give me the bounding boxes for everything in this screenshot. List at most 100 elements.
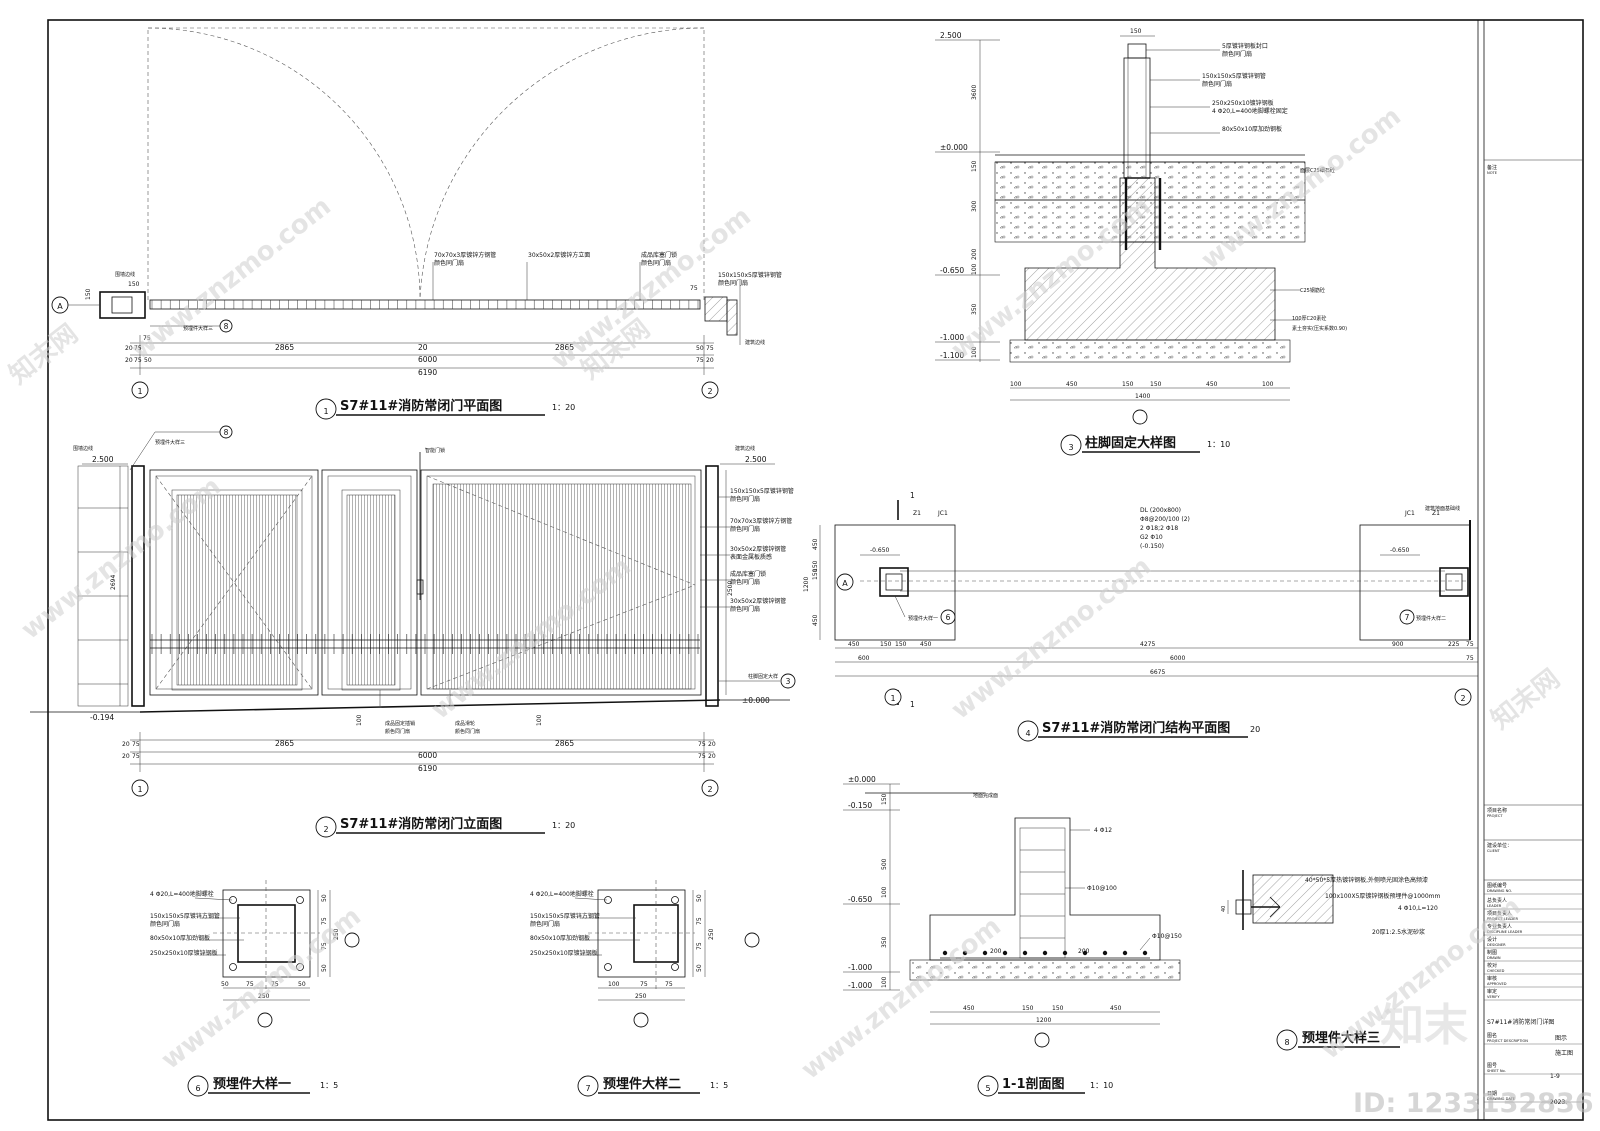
svg-text:颜色同门扇: 颜色同门扇 <box>385 728 410 735</box>
title-plan: S7#11#消防常闭门平面图 <box>340 398 502 414</box>
svg-text:40: 40 <box>1221 906 1227 912</box>
svg-text:2865: 2865 <box>555 739 574 748</box>
svg-text:1200: 1200 <box>1036 1017 1051 1024</box>
rebar-dot <box>962 950 968 956</box>
svg-text:4: 4 <box>1025 729 1030 738</box>
title-row-cn: 图号 <box>1487 1063 1497 1069</box>
svg-text:2: 2 <box>323 825 328 834</box>
svg-text:75: 75 <box>132 741 140 748</box>
watermark-logo: 知末 <box>1380 1000 1468 1051</box>
svg-text:75: 75 <box>640 981 648 988</box>
title-row-cn: 备注 <box>1487 164 1497 171</box>
title-row-cn: 审定 <box>1487 988 1497 995</box>
svg-text:2: 2 <box>707 785 712 794</box>
discipline: 图示 <box>1555 1035 1567 1042</box>
svg-text:3600: 3600 <box>971 85 978 100</box>
rebar-dot <box>1102 950 1108 956</box>
watermark-text: www.znzmo.com <box>126 192 337 366</box>
svg-text:1：20: 1：20 <box>552 821 575 830</box>
rebar-dot <box>1142 950 1148 956</box>
svg-text:450: 450 <box>1110 1005 1122 1012</box>
drawing-embedded-part-3: 40 40*50*5厚热镀锌钢板,外侧喷光固涂色高频漆 100x100X5厚镀锌… <box>1221 870 1440 1051</box>
svg-text:围墙边线: 围墙边线 <box>115 271 135 278</box>
svg-text:350: 350 <box>971 303 978 315</box>
section-elevations: ±0.000 -0.150 -0.650 -1.000 -1.000 <box>843 775 900 991</box>
svg-text:围墙边线: 围墙边线 <box>73 445 93 452</box>
svg-text:6: 6 <box>946 613 951 622</box>
svg-text:250: 250 <box>333 928 340 940</box>
svg-text:表面金属板质感: 表面金属板质感 <box>730 553 772 561</box>
svg-text:1: 1 <box>323 407 328 416</box>
svg-text:-1.000: -1.000 <box>940 333 964 342</box>
svg-text:450: 450 <box>812 538 819 550</box>
svg-text:建筑边线: 建筑边线 <box>745 339 765 346</box>
foot-elevations: 2.500 ±0.000 -0.650 -1.000 -1.100 <box>935 31 1000 361</box>
title-row-cn: 图纸编号 <box>1487 882 1507 889</box>
svg-text:80x50x10厚加劲钢板: 80x50x10厚加劲钢板 <box>1222 125 1282 133</box>
svg-text:450: 450 <box>1206 381 1218 388</box>
svg-text:2694: 2694 <box>110 575 117 590</box>
title-embedded-2: 预埋件大样二 <box>603 1076 681 1092</box>
svg-text:颜色同门扇: 颜色同门扇 <box>641 259 671 267</box>
svg-text:50: 50 <box>321 894 328 902</box>
title-embedded-1: 预埋件大样一 <box>213 1076 291 1092</box>
svg-text:450: 450 <box>920 641 932 648</box>
rebar-dot <box>1042 950 1048 956</box>
svg-text:1: 1 <box>890 694 895 703</box>
svg-text:8: 8 <box>224 322 229 331</box>
svg-text:80x50x10厚加劲钢板: 80x50x10厚加劲钢板 <box>530 934 590 942</box>
watermark-id: ID: 1233132836 <box>1353 1088 1594 1119</box>
svg-text:预埋件大样二: 预埋件大样二 <box>1416 615 1446 622</box>
title-row-cn: 项目名称 <box>1487 807 1507 814</box>
drawing-embedded-part-1: 4 Φ20,L=400地脚螺栓 150x150x5厚镀锌方钢管 颜色同门扇 80… <box>150 880 360 1097</box>
svg-text:75: 75 <box>246 981 254 988</box>
svg-text:150: 150 <box>895 641 907 648</box>
svg-text:500: 500 <box>881 858 888 870</box>
svg-text:50: 50 <box>298 981 306 988</box>
title-row-cn: 图名 <box>1487 1032 1497 1039</box>
svg-text:7: 7 <box>585 1084 590 1093</box>
svg-text:3: 3 <box>1068 443 1073 452</box>
svg-text:20厚1:2.5水泥砂浆: 20厚1:2.5水泥砂浆 <box>1372 928 1425 936</box>
svg-text:颜色同门扇: 颜色同门扇 <box>718 279 748 287</box>
svg-text:20: 20 <box>418 343 428 352</box>
svg-text:颜色同门扇: 颜色同门扇 <box>455 728 480 735</box>
svg-text:2865: 2865 <box>555 343 574 352</box>
title-row-en: DRAWING DATE <box>1487 1097 1516 1101</box>
svg-text:50: 50 <box>144 357 152 364</box>
svg-text:JC1: JC1 <box>937 510 948 517</box>
svg-text:75: 75 <box>696 357 704 364</box>
svg-text:150: 150 <box>1130 28 1142 35</box>
svg-text:成品库塞门锁: 成品库塞门锁 <box>641 251 677 259</box>
svg-text:颜色同门扇: 颜色同门扇 <box>150 920 180 928</box>
title-elevation: S7#11#消防常闭门立面图 <box>340 816 502 832</box>
svg-text:75: 75 <box>706 345 714 352</box>
title-row-cn: 设计 <box>1487 936 1497 943</box>
svg-text:-0.194: -0.194 <box>90 713 114 722</box>
watermark-text: www.znzmo.com <box>546 202 757 376</box>
svg-text:150x150x5厚镀锌钢管: 150x150x5厚镀锌钢管 <box>730 487 794 495</box>
title-row-en: DISCIPLINE LEADER <box>1487 930 1523 934</box>
svg-text:250: 250 <box>708 928 715 940</box>
svg-text:2.500: 2.500 <box>745 455 767 464</box>
svg-text:50: 50 <box>321 964 328 972</box>
svg-text:30x50x2厚镀锌钢管: 30x50x2厚镀锌钢管 <box>730 597 786 605</box>
svg-text:75: 75 <box>698 741 706 748</box>
svg-text:-0.650: -0.650 <box>870 547 890 554</box>
svg-text:1: 1 <box>137 785 142 794</box>
svg-text:4 Φ20,L=400地脚螺栓: 4 Φ20,L=400地脚螺栓 <box>530 890 594 898</box>
title-row-en: VERIFY <box>1487 995 1500 999</box>
svg-text:150: 150 <box>1052 1005 1064 1012</box>
svg-text:1: 1 <box>910 491 915 500</box>
svg-text:建筑地面基础线: 建筑地面基础线 <box>1425 505 1460 512</box>
svg-text:6190: 6190 <box>418 764 437 773</box>
svg-text:DL (200x800): DL (200x800) <box>1140 507 1181 514</box>
svg-text:Z1: Z1 <box>913 510 921 517</box>
svg-text:250x250x10厚镀锌钢板: 250x250x10厚镀锌钢板 <box>150 949 218 957</box>
drawing-date: 2023. <box>1550 1099 1567 1106</box>
svg-text:-0.650: -0.650 <box>848 895 872 904</box>
title-row-en: CHECKED <box>1487 969 1505 973</box>
svg-text:20: 20 <box>125 357 133 364</box>
svg-text:75: 75 <box>1466 641 1474 648</box>
